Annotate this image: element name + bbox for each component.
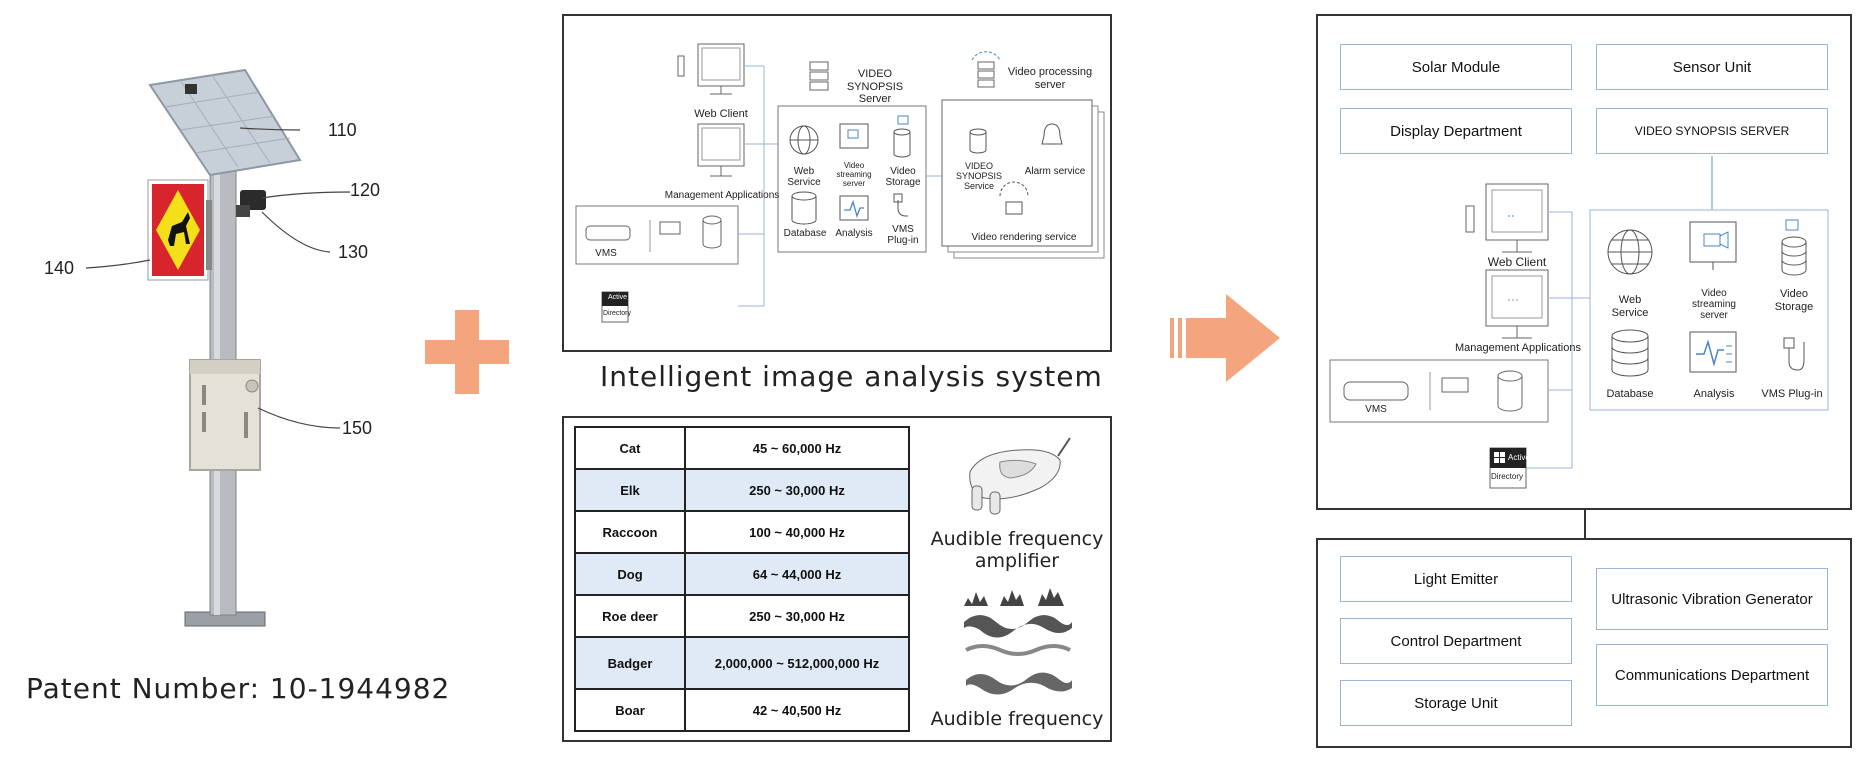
animal-cell: Boar	[574, 688, 686, 732]
analysis-label: Analysis	[835, 228, 873, 239]
callout-130: 130	[338, 242, 369, 262]
callout-140: 140	[44, 258, 75, 278]
image-analysis-caption: Intelligent image analysis system	[600, 360, 1103, 393]
video-streaming-label: Video streaming server	[836, 161, 872, 188]
right-analysis-label: Analysis	[1693, 388, 1735, 400]
vms-plugin-label: VMS Plug-in	[887, 224, 919, 246]
web-client-label: Web Client	[694, 108, 748, 120]
right-active-label: Active	[1508, 453, 1530, 462]
animal-cell: Roe deer	[574, 594, 686, 638]
range-cell: 250 ~ 30,000 Hz	[684, 594, 910, 638]
display-department-box: Display Department	[1340, 108, 1572, 154]
callout-150: 150	[342, 418, 373, 438]
range-cell: 45 ~ 60,000 Hz	[684, 426, 910, 470]
animal-cell: Dog	[574, 552, 686, 596]
database-label: Database	[783, 228, 827, 239]
right-directory-label: Directory	[1491, 472, 1524, 481]
vs-server-title: VIDEO SYNOPSIS Server	[846, 68, 904, 106]
animal-cell: Elk	[574, 468, 686, 512]
arrow-right-icon	[1170, 294, 1280, 382]
ultrasonic-generator-box: Ultrasonic Vibration Generator	[1596, 568, 1828, 630]
animal-cell: Raccoon	[574, 510, 686, 554]
plus-icon	[425, 310, 509, 394]
pole-device-illustration: 110 120 130 140 150 Patent Number: 10-19…	[0, 0, 449, 760]
sensor-unit-box: Sensor Unit	[1596, 44, 1828, 90]
directory-label: Directory	[603, 310, 632, 317]
right-web-client-label: Web Client	[1487, 255, 1547, 269]
range-cell: 42 ~ 40,500 Hz	[684, 688, 910, 732]
panel-connector	[1584, 510, 1586, 538]
right-database-label: Database	[1606, 388, 1654, 400]
solar-module-box: Solar Module	[1340, 44, 1572, 90]
callout-120: 120	[350, 180, 381, 200]
right-vms-plugin-label: VMS Plug-in	[1761, 388, 1823, 400]
pole-device-drawing	[85, 68, 351, 627]
video-storage-label: Video Storage	[885, 166, 921, 188]
amplifier-label: Audible frequency amplifier	[930, 528, 1104, 572]
management-apps-label: Management Applications	[664, 190, 780, 201]
communications-department-box: Communications Department	[1596, 644, 1828, 706]
integrated-system-panel: Solar Module Sensor Unit Display Departm…	[1316, 14, 1852, 510]
alarm-service-label: Alarm service	[1024, 166, 1086, 177]
right-management-apps-label: Management Applications	[1455, 342, 1581, 354]
right-web-service-label: Web Service	[1611, 294, 1649, 319]
frequency-label: Audible frequency	[930, 708, 1104, 730]
right-vms-label: VMS	[1365, 404, 1387, 415]
animal-cell: Badger	[574, 636, 686, 690]
callout-110: 110	[328, 120, 357, 140]
patent-number-caption: Patent Number: 10-1944982	[26, 672, 451, 705]
light-emitter-box: Light Emitter	[1340, 556, 1572, 602]
range-cell: 2,000,000 ~ 512,000,000 Hz	[684, 636, 910, 690]
amplifier-device-icon	[969, 437, 1071, 515]
range-cell: 100 ~ 40,000 Hz	[684, 510, 910, 554]
video-processing-label: Video processing server	[1007, 66, 1093, 91]
device-modules-panel: Light Emitter Control Department Storage…	[1316, 538, 1852, 748]
active-label: Active	[608, 294, 628, 301]
vs-service-label: VIDEO SYNOPSIS Service	[955, 161, 1002, 191]
video-rendering-label: Video rendering service	[971, 232, 1077, 243]
right-video-streaming-label: Video streaming server	[1692, 288, 1736, 321]
storage-unit-box: Storage Unit	[1340, 680, 1572, 726]
vms-label: VMS	[595, 248, 617, 259]
web-service-label: Web Service	[787, 166, 821, 188]
animal-cell: Cat	[574, 426, 686, 470]
image-analysis-diagram	[575, 43, 1105, 323]
vs-server-box: VIDEO SYNOPSIS SERVER	[1596, 108, 1828, 154]
image-analysis-panel: Web Client Management Applications VMS V…	[562, 14, 1112, 352]
right-video-storage-label: Video Storage	[1774, 288, 1814, 313]
integrated-system-diagram	[1329, 156, 1829, 489]
range-cell: 64 ~ 44,000 Hz	[684, 552, 910, 596]
waveform-icon	[964, 588, 1072, 695]
range-cell: 250 ~ 30,000 Hz	[684, 468, 910, 512]
control-department-box: Control Department	[1340, 618, 1572, 664]
